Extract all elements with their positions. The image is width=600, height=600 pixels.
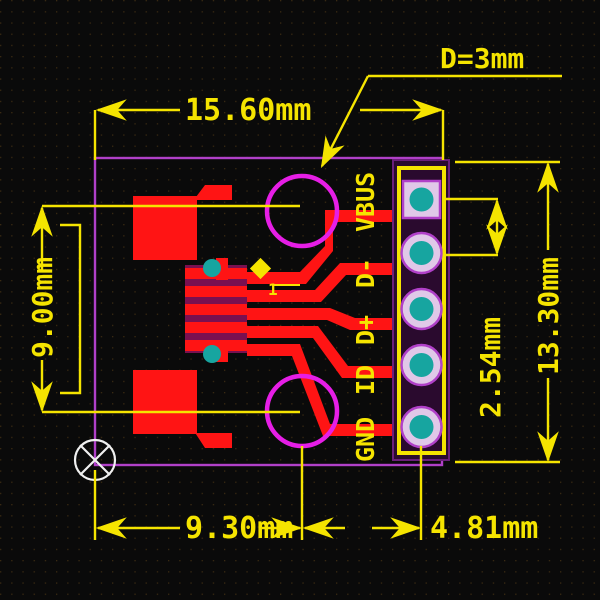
copper-trace-top-left — [190, 185, 232, 205]
pad-1-label: 1 — [268, 280, 278, 299]
header-pin-4 — [400, 343, 443, 387]
dimension-label-15-60: 15.60mm — [185, 93, 311, 128]
vias — [203, 259, 221, 363]
pin-label-vbus: VBUS — [351, 172, 380, 232]
dimension-label-2-54: 2.54mm — [474, 317, 507, 418]
origin-cross-b — [79, 444, 111, 476]
leader-diagonal — [320, 75, 370, 169]
via-bottom — [203, 345, 221, 363]
copper-pad-bottom-left — [133, 370, 197, 434]
trace-id — [247, 326, 392, 378]
pin-label-id: ID — [351, 365, 380, 395]
header-pin-1 — [401, 179, 442, 220]
header-pin-2 — [400, 231, 443, 275]
dimension-pin-pitch — [442, 197, 508, 257]
trace-dplus — [247, 308, 392, 330]
dimension-label-9-30: 9.30mm — [185, 511, 293, 546]
pin-label-dminus: D- — [351, 258, 380, 288]
dim-bracket-9 — [60, 223, 82, 395]
dimension-label-9-00: 9.00mm — [26, 257, 59, 358]
trace-dminus — [247, 263, 392, 302]
pin-label-gnd: GND — [351, 417, 380, 462]
dimension-hole-diameter — [320, 74, 562, 169]
dimension-label-4-81: 4.81mm — [430, 511, 538, 546]
copper-trace-bottom-left — [190, 425, 232, 448]
dimension-width-overall — [93, 99, 445, 160]
dimension-label-d3: D=3mm — [440, 42, 524, 75]
via-top — [203, 259, 221, 277]
copper-layer — [133, 185, 392, 448]
trace-gnd — [247, 344, 392, 436]
pin-label-dplus: D+ — [351, 315, 380, 345]
dimension-bottom-segments — [93, 446, 423, 540]
dimension-label-13-30: 13.30mm — [532, 257, 565, 375]
origin-marker — [73, 438, 117, 482]
dimension-height-left — [31, 204, 300, 414]
mounting-hole-top — [264, 173, 340, 249]
dimension-height-overall — [455, 160, 560, 464]
header-pin-5 — [400, 405, 443, 449]
header-pin-3 — [400, 287, 443, 331]
